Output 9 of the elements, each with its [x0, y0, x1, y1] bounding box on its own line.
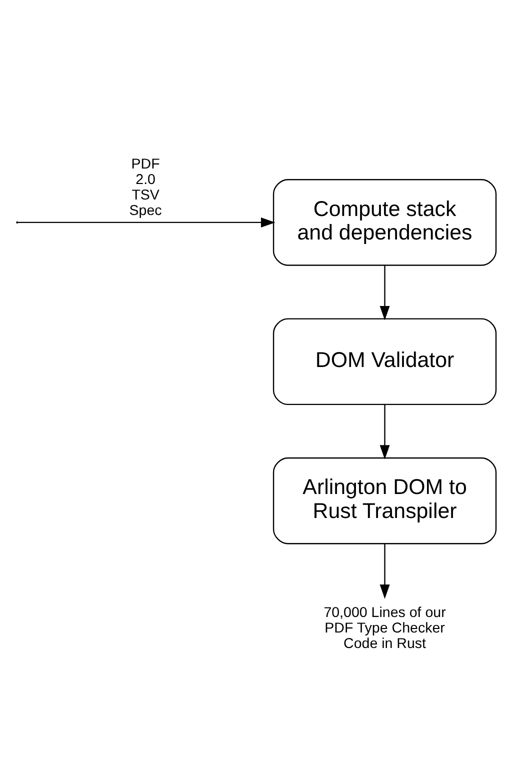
edge-label: PDF 2.0 TSV Spec: [129, 156, 162, 219]
node-box: Compute stack and dependencies: [272, 179, 497, 266]
arrow: [380, 404, 390, 460]
arrow: [18, 217, 276, 228]
node-box: Arlington DOM to Rust Transpiler: [272, 457, 497, 544]
node-text: 70,000 Lines of our PDF Type Checker Code in Rust: [324, 604, 446, 652]
arrow: [380, 544, 390, 599]
node-box: DOM Validator: [272, 318, 497, 406]
arrow: [380, 265, 390, 320]
